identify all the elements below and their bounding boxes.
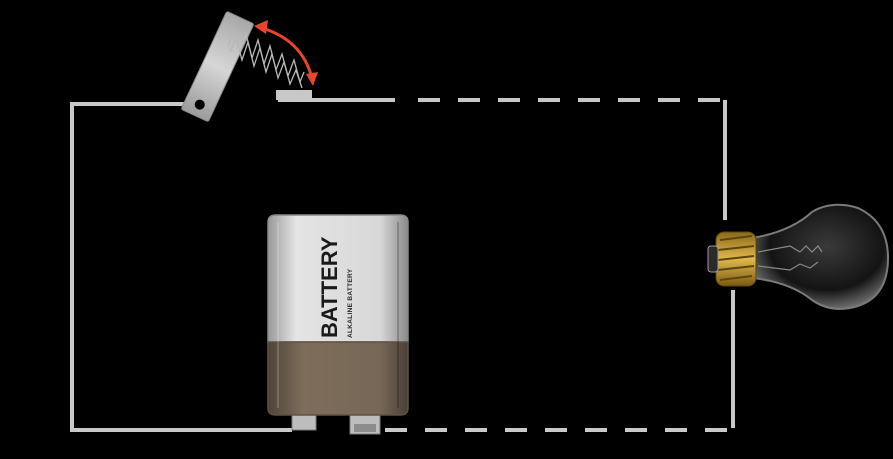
curved-double-arrow-icon	[254, 20, 318, 86]
battery-brand-label: BATTERY	[317, 236, 342, 338]
light-bulb-icon	[707, 203, 890, 310]
wire-left	[70, 102, 292, 432]
switch-contact	[276, 90, 312, 100]
spring-icon	[227, 27, 305, 89]
battery-body-bottom	[267, 341, 409, 416]
battery-type-label: ALKALINE BATTERY	[347, 268, 354, 338]
bulb-base	[707, 231, 757, 287]
switch-pivot	[194, 99, 205, 110]
knife-switch-icon	[181, 11, 318, 122]
battery-body-top	[267, 214, 409, 343]
bulb-glass	[751, 203, 890, 310]
bulb-filament	[757, 245, 823, 271]
switch-arm	[181, 11, 254, 122]
battery-icon: BATTERY ALKALINE BATTERY	[267, 214, 409, 435]
